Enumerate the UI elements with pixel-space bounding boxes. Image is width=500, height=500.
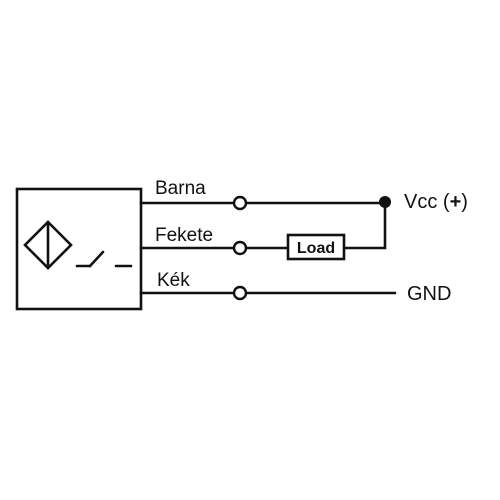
vcc-plus-sign: + <box>450 191 462 213</box>
vcc-text: Vcc ( <box>404 191 450 213</box>
black-wire-label: Fekete <box>155 225 213 246</box>
brown-terminal <box>232 195 248 211</box>
vcc-label: Vcc (+) <box>404 191 468 213</box>
gnd-label: GND <box>407 283 451 305</box>
blue-wire-label: Kék <box>157 270 190 291</box>
vcc-close-paren: ) <box>461 191 468 213</box>
load-to-vcc-wire <box>342 201 387 250</box>
switch-contact-icon <box>75 250 133 268</box>
black-terminal <box>232 240 248 256</box>
load-label: Load <box>297 240 335 257</box>
load-box <box>286 233 346 261</box>
blue-terminal <box>232 285 248 301</box>
brown-wire-label: Barna <box>155 178 206 199</box>
sensing-face-icon <box>23 220 73 270</box>
sensor-body <box>15 187 143 311</box>
